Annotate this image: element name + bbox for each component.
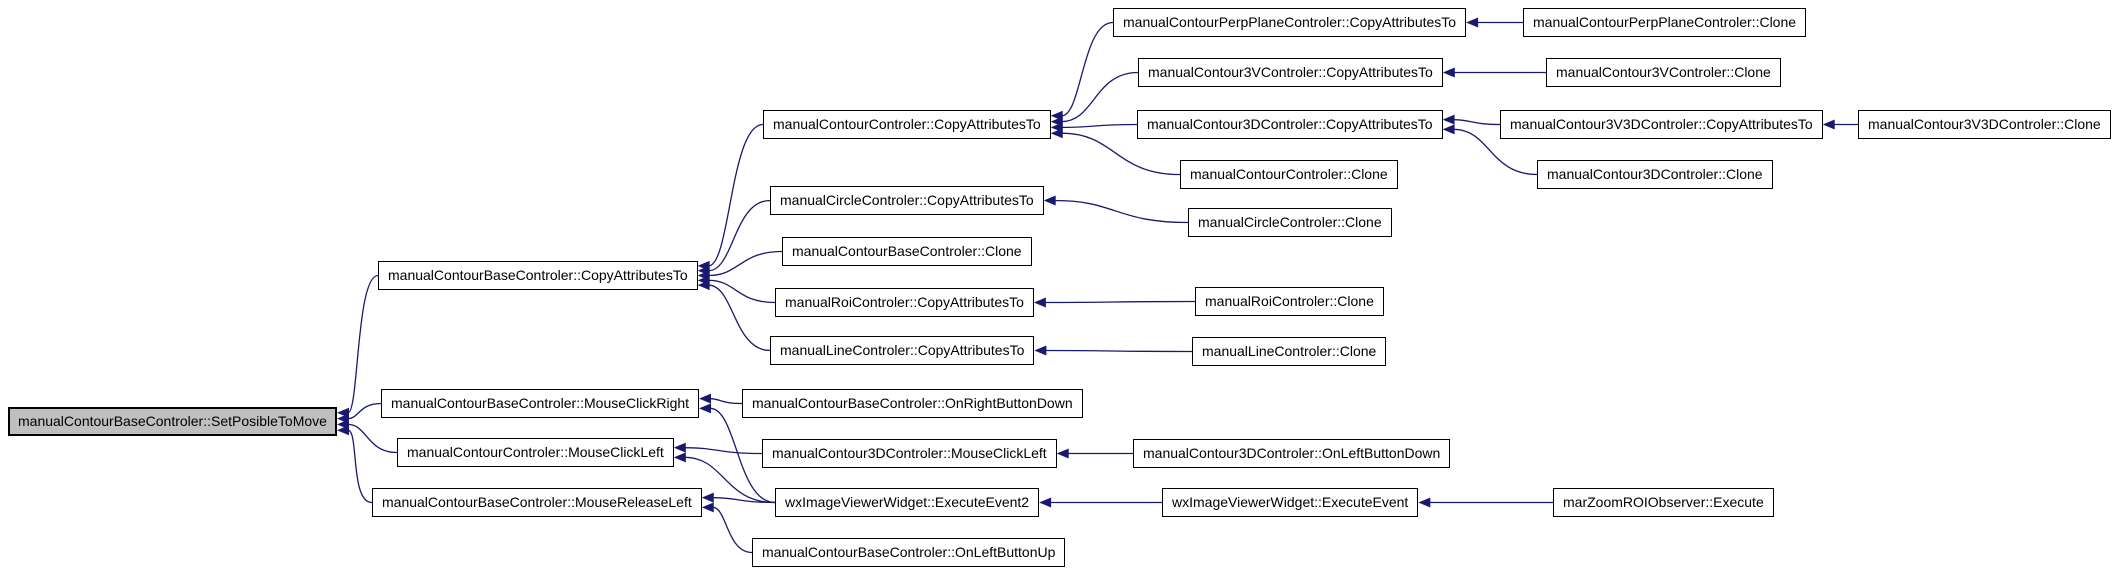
graph-node-roi_clone[interactable]: manualRoiControler::Clone bbox=[1195, 287, 1384, 316]
graph-node-base_copy[interactable]: manualContourBaseControler::CopyAttribut… bbox=[378, 261, 698, 290]
graph-edge-roi_clone-to-roi_copy bbox=[1044, 300, 1196, 304]
arrowhead-icon bbox=[1442, 124, 1455, 135]
arrowhead-icon bbox=[1050, 128, 1063, 139]
graph-node-c3v3d_copy[interactable]: manualContour3V3DControler::CopyAttribut… bbox=[1500, 110, 1823, 139]
graph-edge-exec2-to-base_release bbox=[712, 497, 776, 504]
arrowhead-icon bbox=[1033, 297, 1046, 308]
graph-edge-base_onright-to-base_right bbox=[710, 398, 743, 405]
graph-edge-contour_left-to-set_posible bbox=[347, 423, 398, 454]
arrowhead-icon bbox=[1039, 497, 1052, 508]
arrowhead-icon bbox=[1442, 114, 1455, 125]
arrowhead-icon bbox=[701, 502, 714, 513]
graph-edge-c3v3d_copy-to-c3d_copy bbox=[1453, 119, 1501, 126]
arrowhead-icon bbox=[1034, 345, 1047, 356]
arrowhead-icon bbox=[699, 403, 712, 414]
arrowhead-icon bbox=[1442, 67, 1455, 78]
arrowhead-icon bbox=[697, 280, 710, 291]
graph-node-perp_clone[interactable]: manualContourPerpPlaneControler::Clone bbox=[1523, 8, 1807, 37]
graph-node-c3d_left[interactable]: manualContour3DControler::MouseClickLeft bbox=[762, 439, 1057, 468]
graph-edge-c3d_left-to-contour_left bbox=[684, 447, 763, 455]
arrowhead-icon bbox=[673, 442, 686, 453]
graph-edge-c3d_clone-to-c3d_copy bbox=[1453, 128, 1538, 176]
arrowhead-icon bbox=[1822, 119, 1835, 130]
graph-node-roi_copy[interactable]: manualRoiControler::CopyAttributesTo bbox=[775, 288, 1034, 317]
arrowhead-icon bbox=[336, 425, 349, 436]
graph-edge-exec2-to-contour_left bbox=[684, 456, 776, 504]
arrowhead-icon bbox=[1056, 448, 1069, 459]
graph-edge-c3d_copy-to-contour_copy bbox=[1061, 123, 1138, 129]
graph-node-perp_copy[interactable]: manualContourPerpPlaneControler::CopyAtt… bbox=[1113, 8, 1467, 37]
graph-edge-base_clone-to-base_copy bbox=[708, 250, 783, 277]
graph-edge-perp_copy-to-contour_copy bbox=[1061, 21, 1114, 117]
graph-edge-c3v_copy-to-contour_copy bbox=[1061, 71, 1139, 123]
graph-node-line_copy[interactable]: manualLineControler::CopyAttributesTo bbox=[770, 336, 1035, 365]
graph-node-base_onright[interactable]: manualContourBaseControler::OnRightButto… bbox=[742, 389, 1083, 418]
graph-node-c3v_copy[interactable]: manualContour3VControler::CopyAttributes… bbox=[1138, 58, 1443, 87]
graph-node-c3d_clone[interactable]: manualContour3DControler::Clone bbox=[1537, 160, 1773, 189]
graph-node-base_onleftup[interactable]: manualContourBaseControler::OnLeftButton… bbox=[752, 538, 1066, 567]
graph-edge-roi_copy-to-base_copy bbox=[708, 279, 776, 304]
arrowhead-icon bbox=[673, 452, 686, 463]
graph-node-c3d_copy[interactable]: manualContour3DControler::CopyAttributes… bbox=[1137, 110, 1443, 139]
arrowhead-icon bbox=[699, 393, 712, 404]
graph-edge-exec2-to-base_right bbox=[709, 407, 776, 504]
graph-node-c3d_onleft[interactable]: manualContour3DControler::OnLeftButtonDo… bbox=[1133, 439, 1451, 468]
graph-node-circle_copy[interactable]: manualCircleControler::CopyAttributesTo bbox=[770, 186, 1044, 215]
graph-node-mar_exec[interactable]: marZoomROIObserver::Execute bbox=[1553, 488, 1774, 517]
graph-node-contour_left[interactable]: manualContourControler::MouseClickLeft bbox=[397, 438, 674, 467]
arrowhead-icon bbox=[1418, 497, 1431, 508]
arrowhead-icon bbox=[1043, 195, 1056, 206]
graph-node-base_clone[interactable]: manualContourBaseControler::Clone bbox=[782, 237, 1032, 266]
graph-edge-base_onleftup-to-base_release bbox=[712, 506, 753, 554]
arrowhead-icon bbox=[701, 492, 714, 503]
graph-edge-base_copy-to-set_posible bbox=[347, 274, 379, 414]
graph-node-contour_copy[interactable]: manualContourControler::CopyAttributesTo bbox=[763, 110, 1051, 139]
graph-node-circle_clone[interactable]: manualCircleControler::Clone bbox=[1188, 208, 1392, 237]
graph-edge-contour_copy-to-base_copy bbox=[708, 123, 764, 267]
graph-node-base_release[interactable]: manualContourBaseControler::MouseRelease… bbox=[372, 488, 702, 517]
graph-node-base_right[interactable]: manualContourBaseControler::MouseClickRi… bbox=[381, 389, 700, 418]
graph-node-exec1[interactable]: wxImageViewerWidget::ExecuteEvent bbox=[1162, 488, 1419, 517]
arrowhead-icon bbox=[1466, 17, 1479, 28]
graph-node-set_posible: manualContourBaseControler::SetPosibleTo… bbox=[8, 407, 337, 436]
graph-node-c3v_clone[interactable]: manualContour3VControler::Clone bbox=[1546, 58, 1781, 87]
graph-edge-circle_clone-to-circle_copy bbox=[1054, 199, 1189, 224]
graph-node-line_clone[interactable]: manualLineControler::Clone bbox=[1192, 337, 1387, 366]
graph-node-contour_clone[interactable]: manualContourControler::Clone bbox=[1180, 160, 1398, 189]
graph-edge-base_right-to-set_posible bbox=[347, 402, 382, 420]
graph-edge-circle_copy-to-base_copy bbox=[708, 199, 771, 272]
graph-edge-line_clone-to-line_copy bbox=[1045, 349, 1193, 353]
graph-node-c3v3d_clone[interactable]: manualContour3V3DControler::Clone bbox=[1858, 110, 2111, 139]
graph-node-exec2[interactable]: wxImageViewerWidget::ExecuteEvent2 bbox=[775, 488, 1040, 517]
graph-edge-contour_clone-to-contour_copy bbox=[1061, 132, 1181, 176]
graph-edge-base_release-to-set_posible bbox=[347, 429, 373, 504]
graph-edge-line_copy-to-base_copy bbox=[708, 284, 771, 352]
